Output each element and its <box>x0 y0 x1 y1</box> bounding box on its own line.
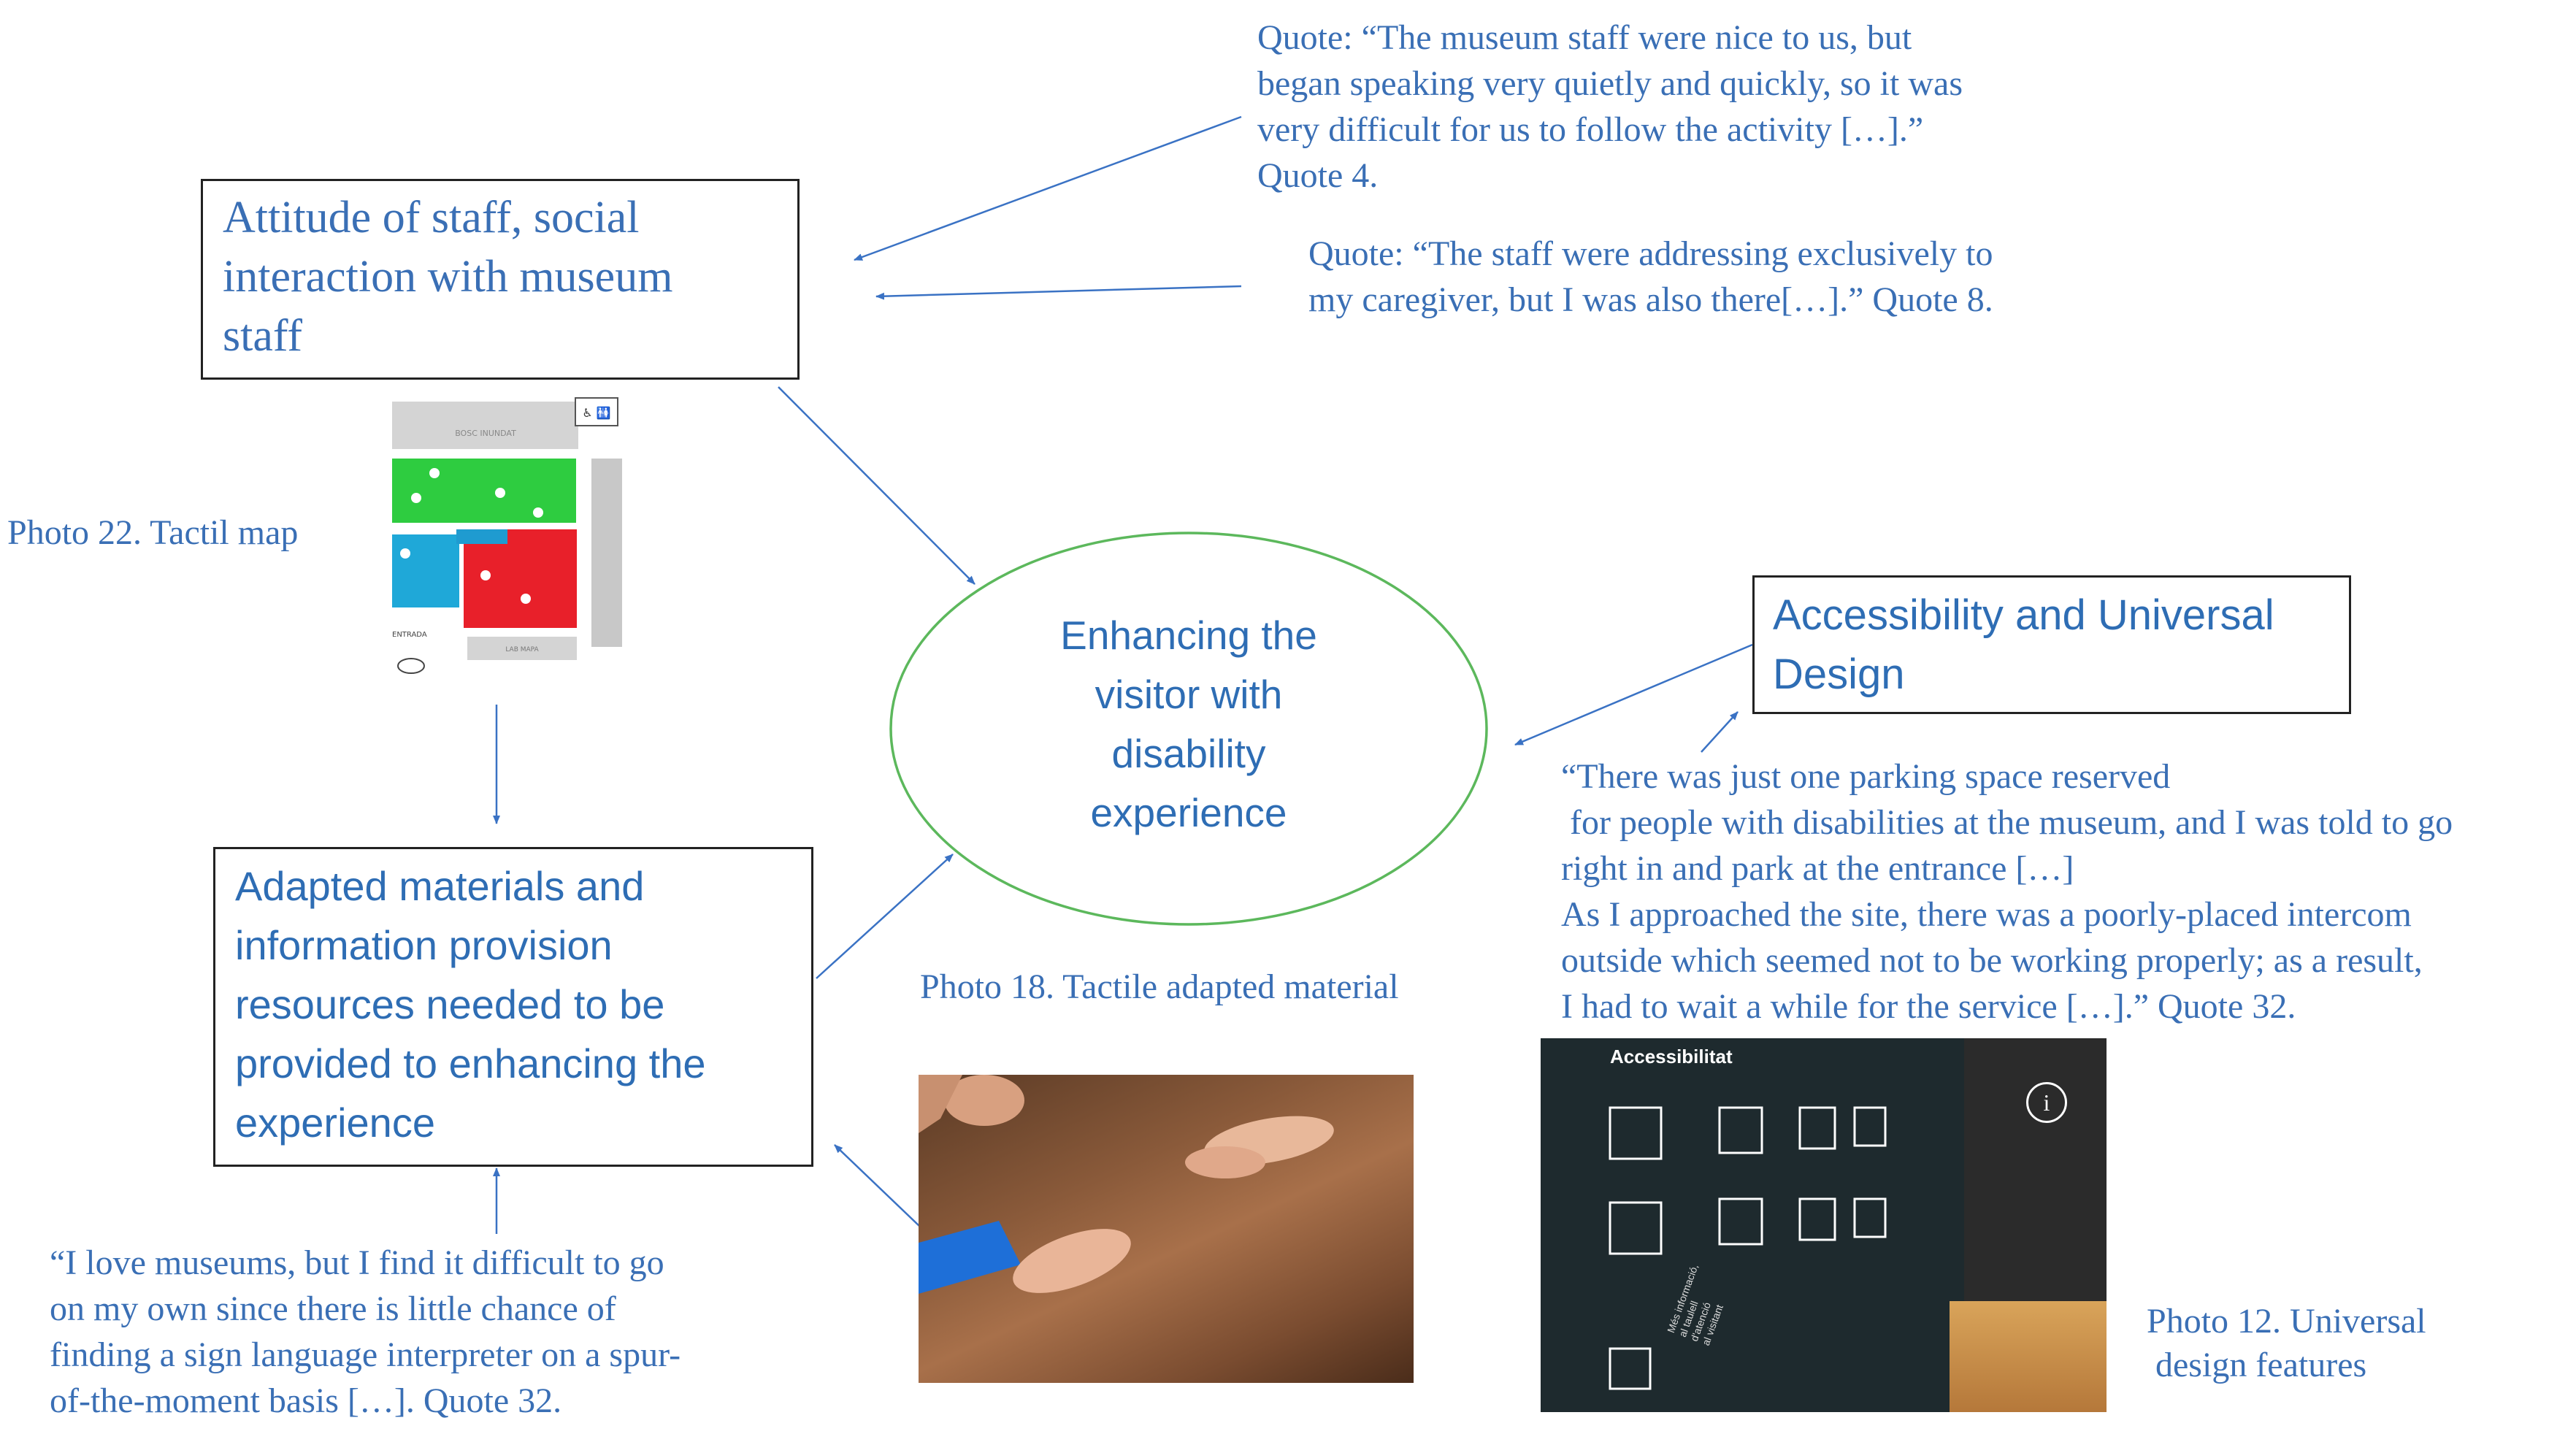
caption-photo12: Photo 12. Universal design features <box>2147 1302 2426 1384</box>
photo18-image <box>919 1075 1334 1294</box>
adapted-box-text: Adapted materials and information provis… <box>235 863 706 1146</box>
quote-32-sign-language: “I love museums, but I find it difficult… <box>50 1243 681 1420</box>
quote-8: Quote: “The staff were addressing exclus… <box>1308 234 1993 319</box>
photo12-title: Accessibilitat <box>1610 1046 1733 1067</box>
arrow-quote8-to-attitude <box>875 285 1242 300</box>
map-pictogram-icons: ♿ 🚻 <box>582 406 610 420</box>
arrow-quote32-to-accessibility <box>1701 711 1739 753</box>
arrow-adapted-to-center <box>816 854 954 979</box>
photo18-tactile-material <box>919 1075 1414 1383</box>
quote-4: Quote: “The museum staff were nice to us… <box>1257 18 1963 195</box>
center-text: Enhancing the visitor with disability ex… <box>1060 613 1317 835</box>
photo12-universal-design: Accessibilitat Més informació, al taulel… <box>1541 1038 2107 1412</box>
photo22-tactile-map: BOSC INUNDAT ♿ 🚻 LAB MAPA ENTRADA <box>383 394 624 694</box>
arrow-quote4-to-attitude <box>854 115 1242 261</box>
photo12-icons <box>1609 1106 1887 1390</box>
photo12-wall-right <box>1964 1038 2107 1308</box>
arrow-attitude-to-center <box>778 386 975 585</box>
accessibility-box-text: Accessibility and Universal Design <box>1773 591 2274 698</box>
map-label-entrance: ENTRADA <box>392 631 427 639</box>
caption-photo18: Photo 18. Tactile adapted material <box>920 967 1399 1006</box>
quote-32-parking: “There was just one parking space reserv… <box>1561 757 2453 1026</box>
map-label-top: BOSC INUNDAT <box>455 429 516 438</box>
photo12-floor <box>1950 1301 2107 1412</box>
caption-photo22: Photo 22. Tactil map <box>7 513 299 552</box>
map-label-bottom: LAB MAPA <box>505 646 539 653</box>
adapted-box: Adapted materials and information provis… <box>213 847 813 1167</box>
arrow-photo18-to-adapted <box>834 1144 921 1227</box>
tactile-map-image: BOSC INUNDAT ♿ 🚻 LAB MAPA ENTRADA <box>392 397 622 674</box>
attitude-box-text: Attitude of staff, social interaction wi… <box>223 193 673 361</box>
accessibility-box: Accessibility and Universal Design <box>1752 575 2351 714</box>
info-icon-glyph: i <box>2043 1089 2050 1116</box>
center-ellipse <box>889 532 1488 926</box>
arrow-accessibility-to-center <box>1514 643 1753 746</box>
attitude-box: Attitude of staff, social interaction wi… <box>201 179 800 380</box>
info-icon: i <box>2026 1082 2067 1123</box>
